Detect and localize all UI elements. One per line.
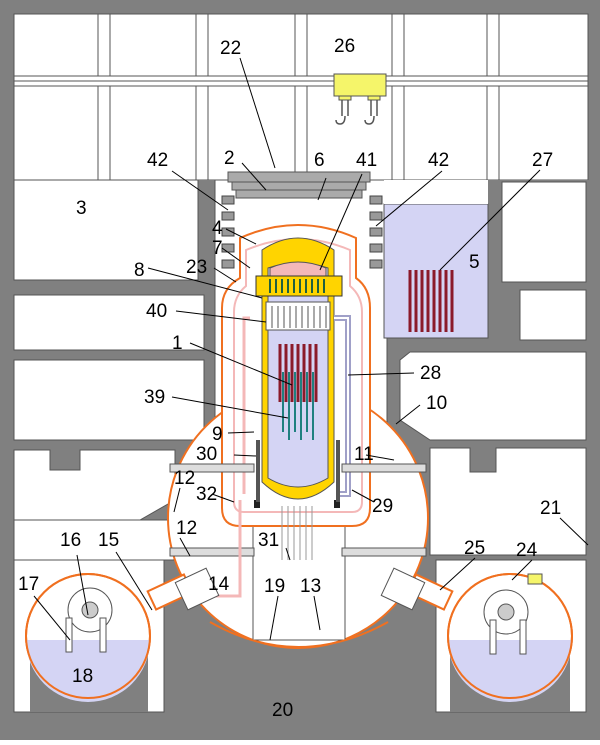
- label-7: 7: [212, 238, 223, 259]
- label-23: 23: [186, 257, 207, 278]
- label-1: 1: [172, 333, 183, 354]
- label-15: 15: [98, 530, 119, 551]
- label-11: 11: [354, 444, 374, 465]
- roof-truss: [97, 13, 500, 181]
- label-12-upper: 12: [174, 468, 195, 489]
- room-3: [13, 179, 199, 281]
- label-17: 17: [18, 574, 39, 595]
- label-20: 20: [272, 700, 293, 721]
- label-22: 22: [220, 38, 241, 59]
- left-pump: [25, 567, 220, 702]
- label-5: 5: [469, 252, 480, 273]
- label-16: 16: [60, 530, 81, 551]
- label-28: 28: [420, 363, 441, 384]
- reactor-hall: [0, 0, 600, 181]
- recirculation-loop: [242, 315, 351, 497]
- label-21: 21: [540, 498, 561, 519]
- label-2: 2: [224, 148, 235, 169]
- label-18: 18: [72, 666, 93, 687]
- bellows-seals: [221, 195, 383, 269]
- label-19: 19: [264, 576, 285, 597]
- label-42-right: 42: [428, 150, 449, 171]
- label-9: 9: [212, 424, 223, 445]
- label-3: 3: [76, 198, 87, 219]
- right-pump: [380, 567, 573, 702]
- label-25: 25: [464, 538, 485, 559]
- label-30: 30: [196, 444, 217, 465]
- reactor-pressure-vessel: [221, 224, 371, 560]
- label-8: 8: [134, 260, 145, 281]
- label-41: 41: [356, 150, 377, 171]
- spent-fuel-racks: [408, 270, 454, 332]
- label-4: 4: [212, 218, 223, 239]
- label-14: 14: [208, 574, 230, 595]
- label-10: 10: [426, 393, 447, 414]
- callout-labels: 22 26 2 6 41 42 42 27 3 4 7 5 23 8 40 1 …: [18, 36, 561, 721]
- label-42-left: 42: [147, 150, 168, 171]
- fuel-handling-crane: [333, 73, 387, 125]
- label-26: 26: [334, 36, 355, 57]
- drywell-floor: [209, 621, 389, 648]
- steam-dryer: [269, 279, 325, 293]
- label-32: 32: [196, 484, 217, 505]
- label-27: 27: [532, 150, 553, 171]
- label-29: 29: [372, 496, 393, 517]
- spent-fuel-pool: [383, 180, 489, 339]
- label-24: 24: [516, 540, 538, 561]
- control-rod-drives: [281, 506, 313, 560]
- label-40: 40: [146, 301, 167, 322]
- label-39: 39: [144, 387, 165, 408]
- label-31: 31: [258, 530, 279, 551]
- label-13: 13: [300, 576, 321, 597]
- label-6: 6: [314, 150, 325, 171]
- label-12-lower: 12: [176, 518, 197, 539]
- fuel-assemblies: [278, 344, 318, 402]
- drywell-piping: [169, 463, 427, 598]
- leader-lines: [33, 57, 589, 641]
- shield-plugs: [227, 171, 371, 199]
- steam-separators: [271, 306, 327, 328]
